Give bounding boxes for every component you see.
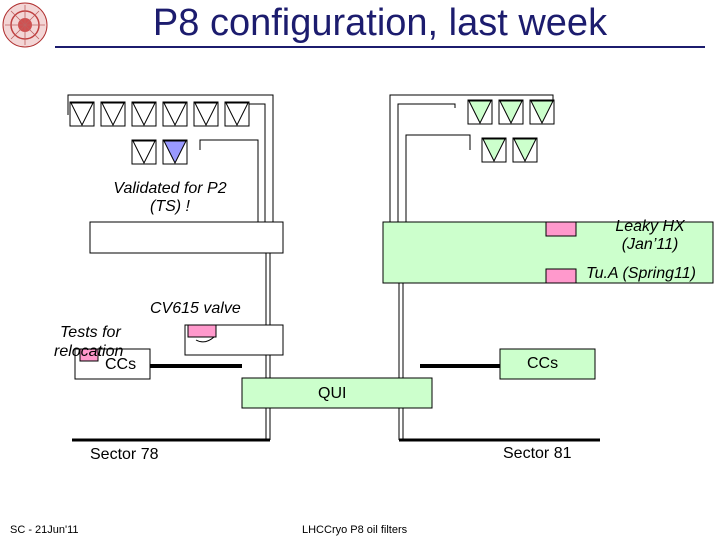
filter-icon [529,99,555,125]
filter-icon [131,139,157,165]
leaky-hx-label: Leaky HX (Jan’11) [590,218,710,254]
cern-logo [2,2,48,48]
qui-box [241,377,433,409]
leaky-hx-line2: (Jan’11) [621,236,679,253]
tua-label: Tu.A (Spring11) [586,265,696,282]
filter-icon [131,101,157,127]
qui-label: QUI [318,385,347,402]
left-filter-row-bottom [131,139,188,165]
sector-78-label: Sector 78 [90,446,159,463]
right-filter-row-bottom [481,137,538,163]
validated-label: Validated for P2 (TS) ! [90,180,250,216]
filter-icon [467,99,493,125]
filter-icon [498,99,524,125]
left-filter-row-top [69,101,250,127]
footer-title: LHCCryo P8 oil filters [302,524,408,536]
right-ccs-label: CCs [527,355,559,372]
sector-81-label: Sector 81 [503,445,572,462]
left-compressor-box [89,221,284,254]
cv615-valve-symbol [195,336,215,343]
title-underline [55,46,705,48]
tests-label-line1: Tests for [60,324,121,341]
vertical-transfer-lines [265,253,404,440]
cv615-valve-marker [187,324,217,338]
leaky-hx-line1: Leaky HX [615,218,685,235]
filter-icon [193,101,219,127]
relocation-marker [79,348,99,362]
page-title: P8 configuration, last week [152,2,608,44]
filter-icon [69,101,95,127]
filter-icon [162,139,188,165]
validated-label-line2: (TS) ! [150,198,190,215]
validated-label-line1: Validated for P2 [113,180,227,197]
filter-icon [162,101,188,127]
tests-label-line2: relocation [54,343,124,360]
right-ccs-box [499,348,596,380]
filter-icon [224,101,250,127]
filter-icon [481,137,507,163]
right-filter-row-top [467,99,555,125]
leaky-hx-marker [545,221,577,237]
left-ccs-label: CCs [105,356,137,373]
footer-date: SC - 21Jun'11 [10,524,79,536]
filter-icon [512,137,538,163]
filter-icon [100,101,126,127]
cv615-label: CV615 valve [150,300,241,317]
tua-marker [545,268,577,284]
